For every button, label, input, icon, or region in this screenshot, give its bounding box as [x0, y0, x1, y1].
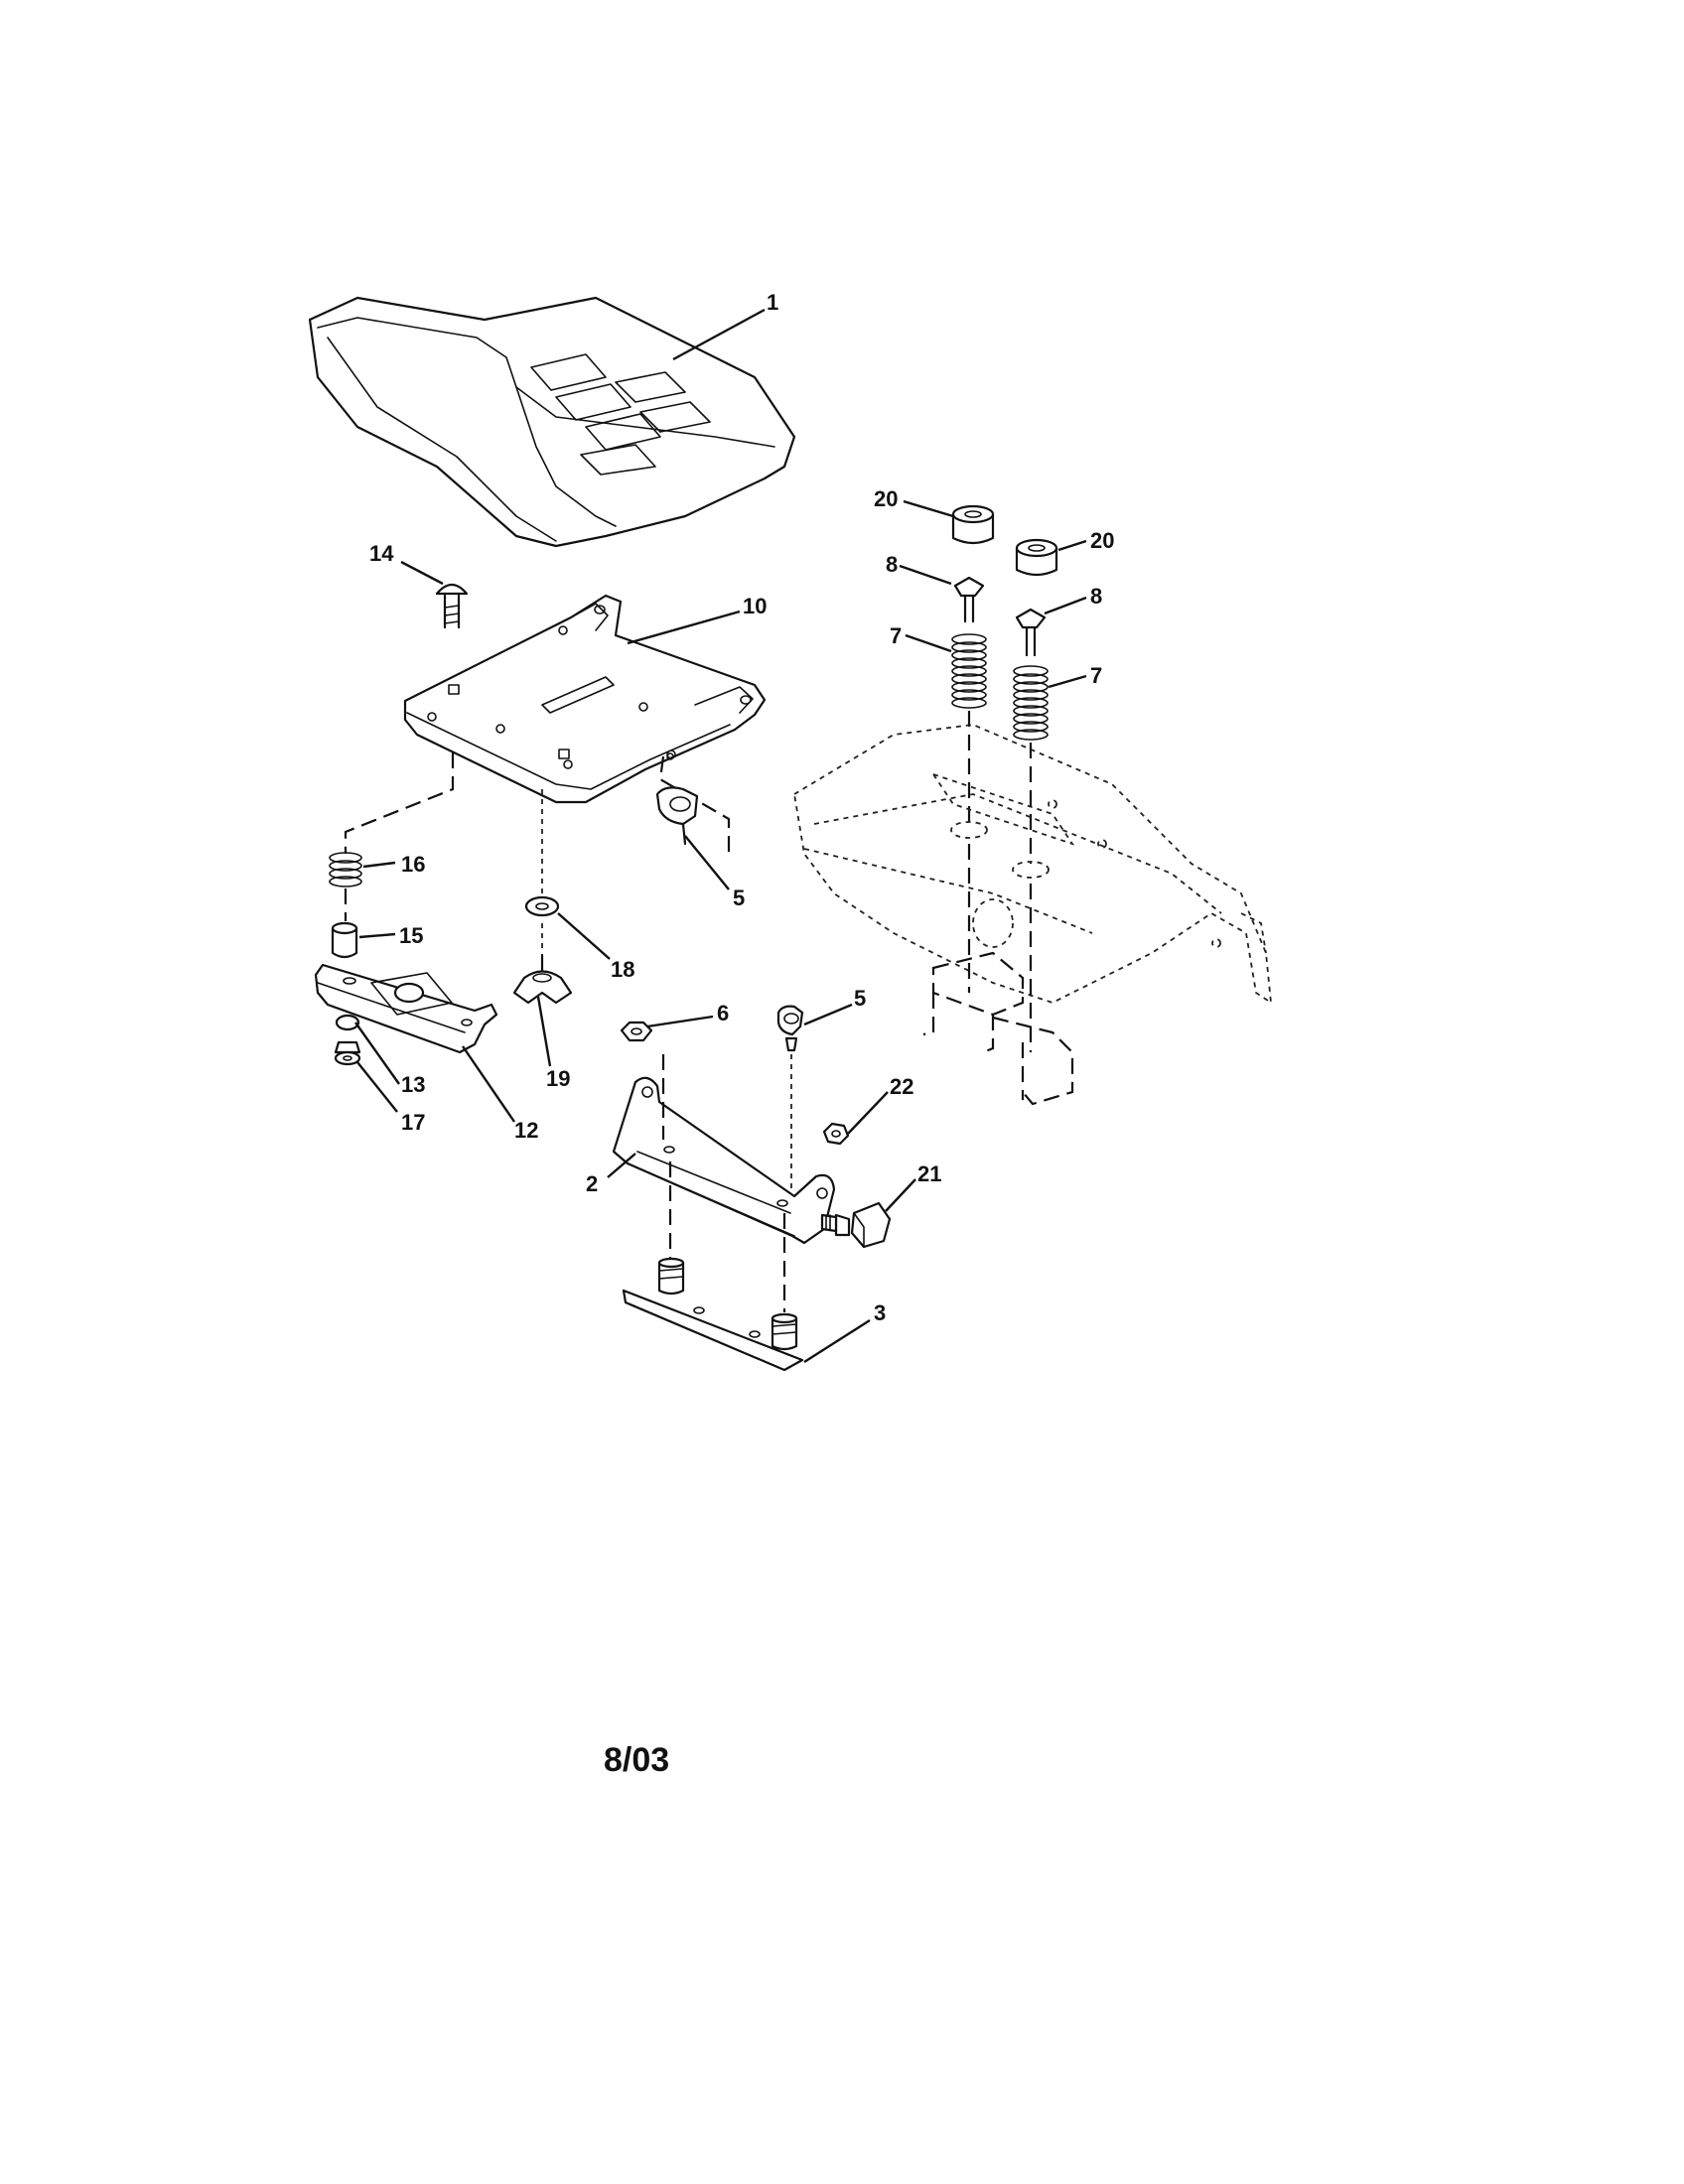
- bolt-and-washer-drawing: [334, 1014, 361, 1066]
- label-part-5-lower: 5: [854, 986, 866, 1011]
- seat-pan-drawing: [403, 594, 767, 804]
- seat-drawing: [308, 296, 796, 548]
- carriage-bolt-drawing: [435, 583, 469, 629]
- bushing-left-drawing: [951, 504, 995, 545]
- label-part-7-right: 7: [1090, 663, 1102, 688]
- label-part-16: 16: [401, 852, 425, 877]
- seat-bracket-drawing: [612, 1076, 836, 1245]
- knob-drawing: [512, 953, 573, 1005]
- small-nut-drawing: [822, 1122, 850, 1146]
- washer-drawing: [524, 895, 560, 917]
- clip-lower-drawing: [776, 1005, 804, 1052]
- date-code: 8/03: [604, 1741, 669, 1779]
- clip-upper-drawing: [655, 752, 731, 854]
- label-part-8-left: 8: [886, 552, 898, 577]
- label-part-13: 13: [401, 1072, 425, 1097]
- spring-left-drawing: [951, 633, 987, 709]
- label-part-3: 3: [874, 1300, 886, 1325]
- small-spring-drawing: [329, 852, 362, 887]
- spacer-drawing: [331, 921, 358, 959]
- label-part-18: 18: [611, 957, 634, 982]
- adjuster-plate-drawing: [314, 963, 498, 1054]
- fender-phantom-drawing: [793, 724, 1273, 1005]
- frame-bracket-phantom-drawing: [922, 951, 1074, 1106]
- label-part-2: 2: [586, 1171, 598, 1196]
- label-part-1: 1: [767, 290, 778, 315]
- bolt-right-drawing: [1015, 608, 1047, 657]
- spring-right-drawing: [1013, 665, 1049, 741]
- nut-drawing: [620, 1021, 653, 1042]
- label-part-22: 22: [890, 1074, 913, 1099]
- label-part-15: 15: [399, 923, 423, 948]
- label-part-20-left: 20: [874, 486, 898, 511]
- label-part-17: 17: [401, 1110, 425, 1135]
- label-part-19: 19: [546, 1066, 570, 1091]
- label-part-14: 14: [369, 541, 394, 566]
- label-part-6: 6: [717, 1001, 729, 1025]
- bolt-left-drawing: [953, 576, 985, 623]
- label-part-12: 12: [514, 1118, 538, 1143]
- stud-plate-drawing: [622, 1257, 804, 1372]
- label-part-5-upper: 5: [733, 886, 745, 910]
- label-part-8-right: 8: [1090, 584, 1102, 609]
- shoulder-bolt-drawing: [820, 1201, 892, 1249]
- label-part-20-right: 20: [1090, 528, 1114, 553]
- leader-lines: [354, 308, 1087, 1364]
- bushing-right-drawing: [1015, 538, 1058, 577]
- label-part-10: 10: [743, 594, 767, 618]
- label-part-7-left: 7: [890, 623, 902, 648]
- label-part-21: 21: [917, 1161, 941, 1186]
